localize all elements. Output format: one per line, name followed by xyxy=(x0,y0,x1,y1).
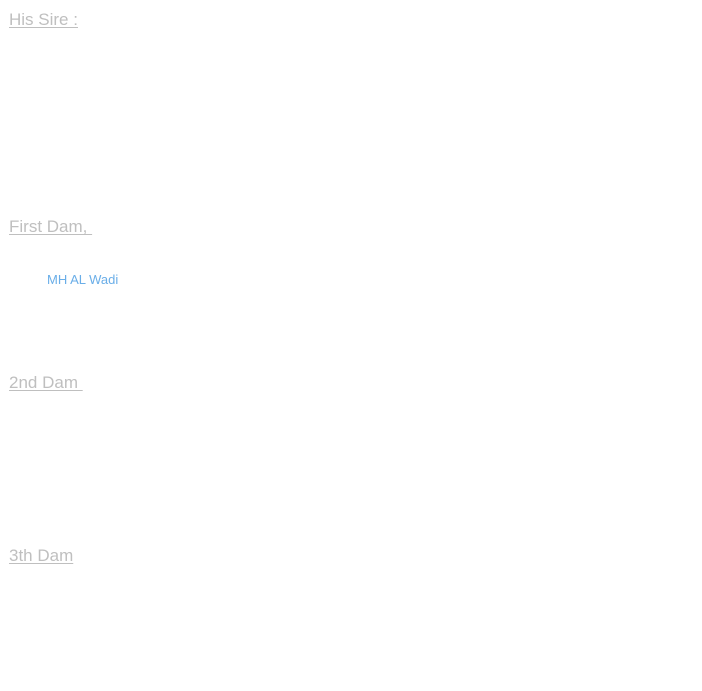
first-dam-heading: First Dam, xyxy=(9,217,93,236)
first-dam-link[interactable]: MH AL Wadi xyxy=(47,272,119,287)
second-dam-heading: 2nd Dam xyxy=(9,373,83,392)
sire-heading: His Sire : xyxy=(9,10,78,29)
third-dam-heading: 3th Dam xyxy=(9,546,74,565)
